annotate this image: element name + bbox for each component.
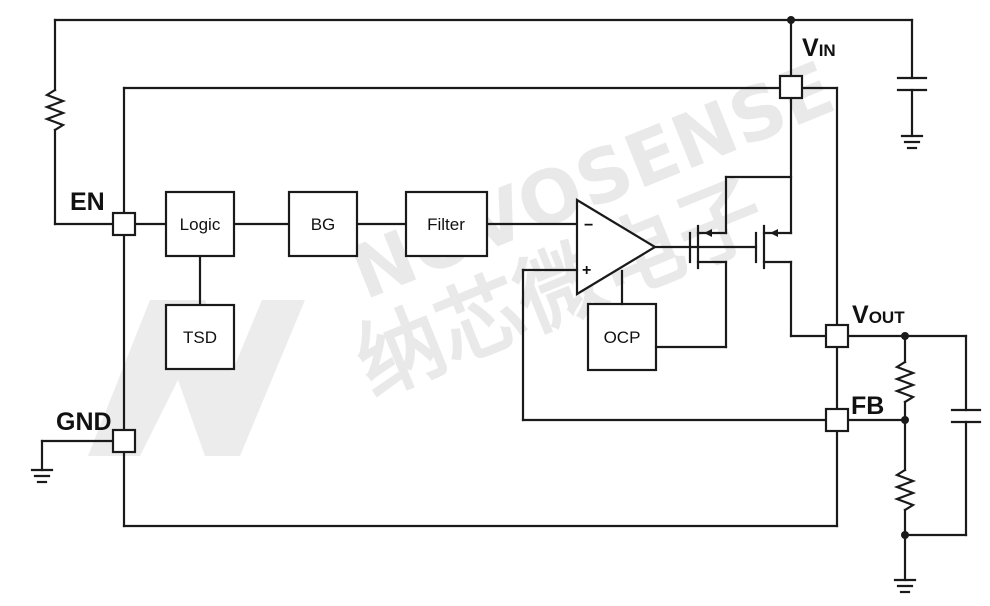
amp-minus-sign: − [584,217,593,234]
bg-block: BG [287,190,359,258]
pass-transistor [688,96,828,338]
ocp-block: OCP [586,302,658,372]
ground-symbol-gnd [30,468,54,484]
error-amplifier: − + [521,198,828,422]
control-signal-path [133,222,579,307]
bg-label: BG [311,215,336,234]
fb-pin [824,407,850,433]
vin-pin-label: VIN [802,34,836,62]
vout-pin-label: VOUT [852,301,905,329]
output-network [846,332,982,594]
feedback-resistor-top [893,334,917,422]
en-pin [111,211,137,237]
output-capacitor [950,408,982,424]
logic-block: Logic [164,190,236,258]
tsd-label: TSD [183,328,217,347]
input-capacitor [896,76,928,92]
vin-label-main: V [802,34,819,62]
ground-symbol-output [893,578,917,594]
vout-label-sub: OUT [869,308,906,327]
sense-arrow [704,229,712,237]
logic-label: Logic [180,215,221,234]
gnd-external [30,439,115,484]
vin-supply-network [53,16,928,150]
vin-pin [778,74,804,100]
vin-label-sub: IN [819,41,836,60]
ground-symbol-vin [900,134,924,150]
en-pullup-resistor [43,18,115,226]
gnd-pin [111,428,137,454]
filter-block: Filter [404,190,489,258]
feedback-resistor-bottom [893,418,917,537]
ocp-label: OCP [604,328,641,347]
gnd-pin-label: GND [56,408,112,436]
vout-label-main: V [852,301,869,329]
pass-arrow [770,229,778,237]
en-pin-label: EN [70,188,105,216]
filter-label: Filter [427,215,465,234]
fb-pin-label: FB [851,392,884,420]
vout-pin [824,323,850,349]
watermark-logo [88,300,305,456]
amp-plus-sign: + [582,262,591,279]
tsd-block: TSD [164,303,236,371]
